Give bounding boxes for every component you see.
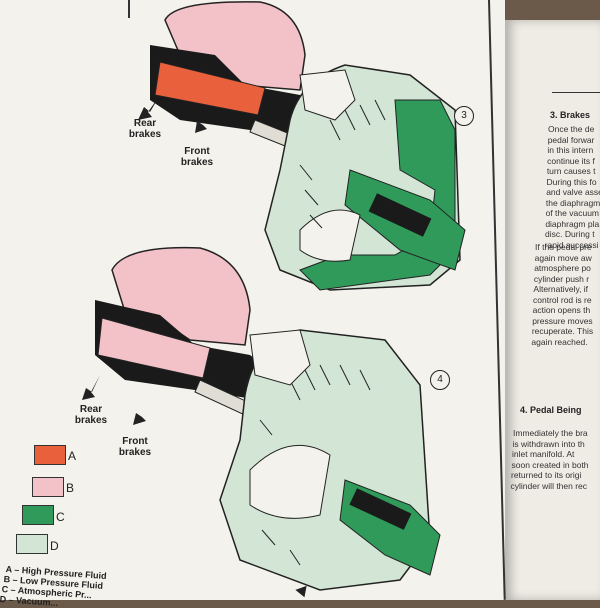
rear-arrow-top	[138, 95, 160, 120]
text-line: inlet manifold. At	[512, 449, 575, 459]
text-line: again reached.	[531, 336, 588, 347]
rear-brakes-label-top: Rear brakes	[128, 118, 162, 140]
text-line: returned to its origi	[511, 470, 582, 480]
low-pressure-chamber-bottom	[97, 317, 211, 379]
plate-frame-top	[128, 0, 130, 18]
atmospheric-chamber-top	[299, 99, 456, 291]
legend-letter-a: A	[68, 449, 77, 463]
front-arrow-bottom	[133, 400, 150, 425]
fluid-reservoir-bottom	[111, 246, 251, 346]
legend-letter-d: D	[50, 539, 59, 553]
text-line: Immediately the bra	[513, 428, 588, 438]
rear-brakes-label-bottom: Rear brakes	[74, 404, 108, 426]
text-line: Once the de	[548, 124, 595, 134]
text-line: disc. During t	[545, 229, 595, 239]
front-arrow-top	[195, 110, 210, 133]
text-line: cylinder will then rec	[510, 480, 588, 491]
front-brakes-label-top: Front brakes	[180, 146, 214, 168]
figure-4-badge: 4	[430, 370, 450, 390]
vacuum-hatch-top	[299, 99, 386, 229]
vacuum-connector-top	[299, 69, 356, 121]
valve-spring-bottom	[349, 488, 412, 530]
high-pressure-chamber-top	[154, 61, 266, 116]
text-line: the diaphragm	[545, 197, 600, 208]
text-line: action opens th	[532, 305, 591, 315]
outlet-arrow-bottom	[287, 573, 307, 598]
legend-swatch-c	[22, 505, 54, 525]
legend-swatch-a	[34, 445, 66, 465]
right-page-rule	[552, 92, 600, 93]
section-4-heading: 4. Pedal Being	[520, 405, 582, 415]
vacuum-connector-bottom	[249, 329, 311, 386]
right-page	[505, 20, 600, 600]
section-3-heading: 3. Brakes	[550, 110, 591, 120]
text-line: control rod is re	[533, 294, 592, 305]
text-line: recuperate. This	[531, 326, 594, 336]
text-line: Alternatively, if	[533, 284, 589, 294]
text-line: pedal forwar	[547, 134, 595, 145]
text-line: soon created in both	[511, 459, 589, 470]
diagram-4	[82, 246, 441, 598]
text-line: atmosphere po	[534, 263, 591, 273]
vacuum-hatch-bottom	[259, 364, 371, 566]
diaphragm-plate-top	[299, 209, 361, 262]
text-line: If the pedal pre	[535, 242, 592, 252]
text-line: rapid successi	[544, 239, 599, 250]
legend-letter-b: B	[66, 481, 75, 495]
legend-letter-c: C	[56, 510, 65, 524]
text-line: cylinder push r	[533, 273, 590, 284]
legend-swatch-b	[32, 477, 64, 497]
text-line: During this fo	[546, 176, 597, 187]
figure-3-badge: 3	[454, 106, 474, 126]
text-line: continue its f	[547, 155, 595, 166]
valve-spring-top	[368, 193, 432, 237]
legend-swatch-d	[16, 534, 48, 554]
text-line: and valve asse	[546, 187, 600, 197]
diaphragm-plate-bottom	[249, 444, 331, 519]
text-line: turn causes t	[546, 166, 596, 176]
text-line: again move aw	[534, 252, 592, 263]
text-line: diaphragm pla	[545, 218, 600, 229]
text-line: in this intern	[547, 145, 594, 155]
text-line: of the vacuum	[545, 208, 599, 218]
rear-arrow-bottom	[82, 375, 100, 400]
fluid-reservoir-top	[164, 1, 306, 91]
front-brakes-label-bottom: Front brakes	[118, 436, 152, 458]
diagram-3	[138, 1, 466, 291]
text-line: pressure moves	[532, 315, 593, 326]
text-line: is withdrawn into th	[512, 438, 585, 449]
